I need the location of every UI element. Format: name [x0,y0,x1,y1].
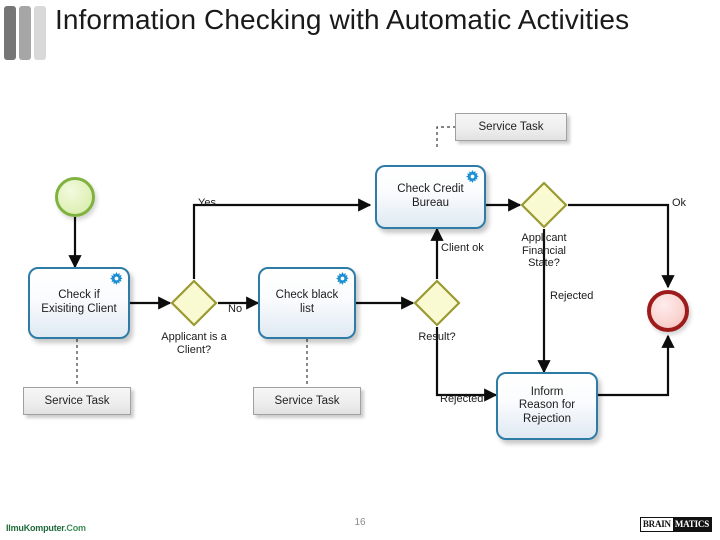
task-label-line1: Check black [275,289,339,302]
flow-label-ok: Ok [672,197,687,209]
brainmatics-logo: BRAIN MATICS [639,517,712,532]
bpmn-diagram: task2 --> task3 (upward) --> up and righ… [0,105,720,475]
decor-bar-1 [4,6,16,60]
gateway-result-label: Result? [397,331,477,344]
gear-icon [336,272,349,285]
task-label-line1: Check if [58,289,100,302]
flow-connectors: task2 --> task3 (upward) --> up and righ… [68,126,675,402]
gear-icon [110,272,123,285]
task-label-line2: Reason for [518,399,576,412]
title-decor-bars [4,6,50,60]
page-title: Information Checking with Automatic Acti… [55,4,630,35]
gw2-line1: Result? [418,331,456,343]
ilmukomputer-logo-tld: .Com [64,523,86,533]
brainmatics-logo-part1: BRAIN [640,518,673,531]
task-label-line1: Inform [530,385,564,398]
task-label-line2: Exisiting Client [41,303,117,315]
end-event[interactable] [647,290,689,332]
ilmukomputer-logo: IlmuKomputer.Com [6,523,86,533]
ilmukomputer-logo-name: IlmuKomputer [6,523,65,533]
gw1-line2: Client? [176,343,212,356]
gateway-result[interactable] [413,279,461,327]
gw1-line1: Applicant is a [161,331,227,343]
flow-label-yes: Yes [198,197,216,209]
task-check-if-existing-client[interactable]: Check if Exisiting Client [28,267,130,339]
gw3-line2: Financial [521,244,567,257]
flow-label-result-rejected: Rejected [440,393,484,405]
annotation-service-task-1: Service Task [23,387,131,415]
gw3-line1: Applicant [521,232,567,244]
task-label: Check if Exisiting Client [41,289,116,316]
decor-bar-2 [19,6,31,60]
gateway-applicant-financial-state-label: Applicant Financial State? [504,232,584,270]
brainmatics-logo-part2: MATICS [672,518,711,531]
gateway-applicant-is-a-client[interactable] [170,279,218,327]
task-label: Check Credit Bureau [397,183,463,210]
page-number: 16 [354,517,366,528]
task-label-line3: Rejection [523,412,571,425]
task-inform-reason-for-rejection[interactable]: Inform Reason for Rejection [496,372,598,440]
task-check-black-list[interactable]: Check black list [258,267,356,339]
task-label-line1: Check Credit [397,183,464,196]
flow-label-no: No [228,303,243,315]
annotation-service-task-2: Service Task [253,387,361,415]
task-label: Inform Reason for Rejection [519,386,575,427]
footer: IlmuKomputer.Com 16 BRAIN MATICS [0,494,720,540]
gear-icon [466,170,479,183]
task-label: Check black list [276,289,339,316]
annotation-service-task-3: Service Task [455,113,567,141]
gateway-applicant-is-a-client-label: Applicant is a Client? [134,331,254,356]
task-label-line2: Bureau [411,197,450,209]
flow-label-client-ok: Client ok [441,242,484,254]
decor-bar-3 [34,6,46,60]
gateway-applicant-financial-state[interactable] [520,181,568,229]
task-label-line2: list [299,303,315,315]
task-check-credit-bureau[interactable]: Check Credit Bureau [375,165,486,229]
gw3-line3: State? [528,257,560,270]
start-event[interactable] [55,177,95,217]
flow-label-financial-rejected: Rejected [550,290,594,302]
